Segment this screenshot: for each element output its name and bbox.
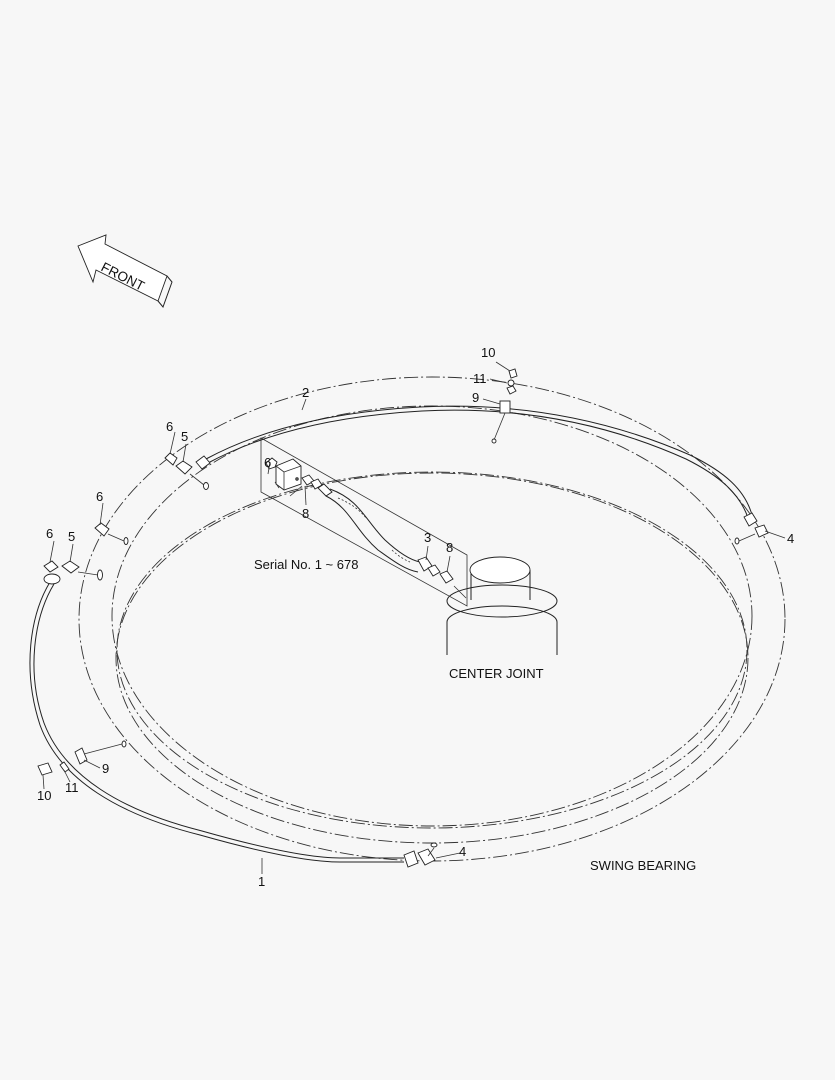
callout-6-upper: 6 — [166, 419, 173, 434]
callout-6-mid: 6 — [96, 489, 103, 504]
callout-8-inset-bottom: 8 — [446, 540, 453, 555]
callout-2: 2 — [302, 385, 309, 400]
callout-1: 1 — [258, 874, 265, 889]
callout-4-right: 4 — [787, 531, 794, 546]
center-joint-shape — [446, 556, 558, 655]
callout-4-bottom: 4 — [459, 844, 466, 859]
text-labels: Serial No. 1 ~ 678 CENTER JOINT SWING BE… — [254, 557, 696, 873]
clamp-top — [491, 368, 518, 444]
serial-inset-panel — [260, 437, 468, 607]
callouts: 1 2 3 4 4 5 5 6 6 6 6 8 8 9 9 10 10 11 1… — [37, 345, 794, 889]
callout-5-mid: 5 — [68, 529, 75, 544]
center-joint-label: CENTER JOINT — [449, 666, 544, 681]
pipe-2 — [195, 405, 769, 545]
callout-6-left: 6 — [46, 526, 53, 541]
callout-9-bottom: 9 — [102, 761, 109, 776]
leader-lines — [42, 361, 786, 874]
callout-10-top: 10 — [481, 345, 495, 360]
serial-number-label: Serial No. 1 ~ 678 — [254, 557, 358, 572]
callout-11-bottom: 11 — [65, 780, 79, 795]
callout-9-top: 9 — [472, 390, 479, 405]
callout-6-inset: 6 — [264, 455, 271, 470]
fittings-left-upper — [164, 452, 209, 490]
callout-10-bottom: 10 — [37, 788, 51, 803]
callout-5-upper: 5 — [181, 429, 188, 444]
callout-8-inset-top: 8 — [302, 506, 309, 521]
pipe-1 — [29, 573, 438, 868]
callout-11-top: 11 — [473, 371, 487, 386]
swing-bearing-label: SWING BEARING — [590, 858, 696, 873]
callout-3: 3 — [424, 530, 431, 545]
front-arrow: FRONT — [77, 234, 173, 308]
clamp-bottom — [37, 740, 127, 776]
fittings-left-mid — [43, 522, 129, 581]
